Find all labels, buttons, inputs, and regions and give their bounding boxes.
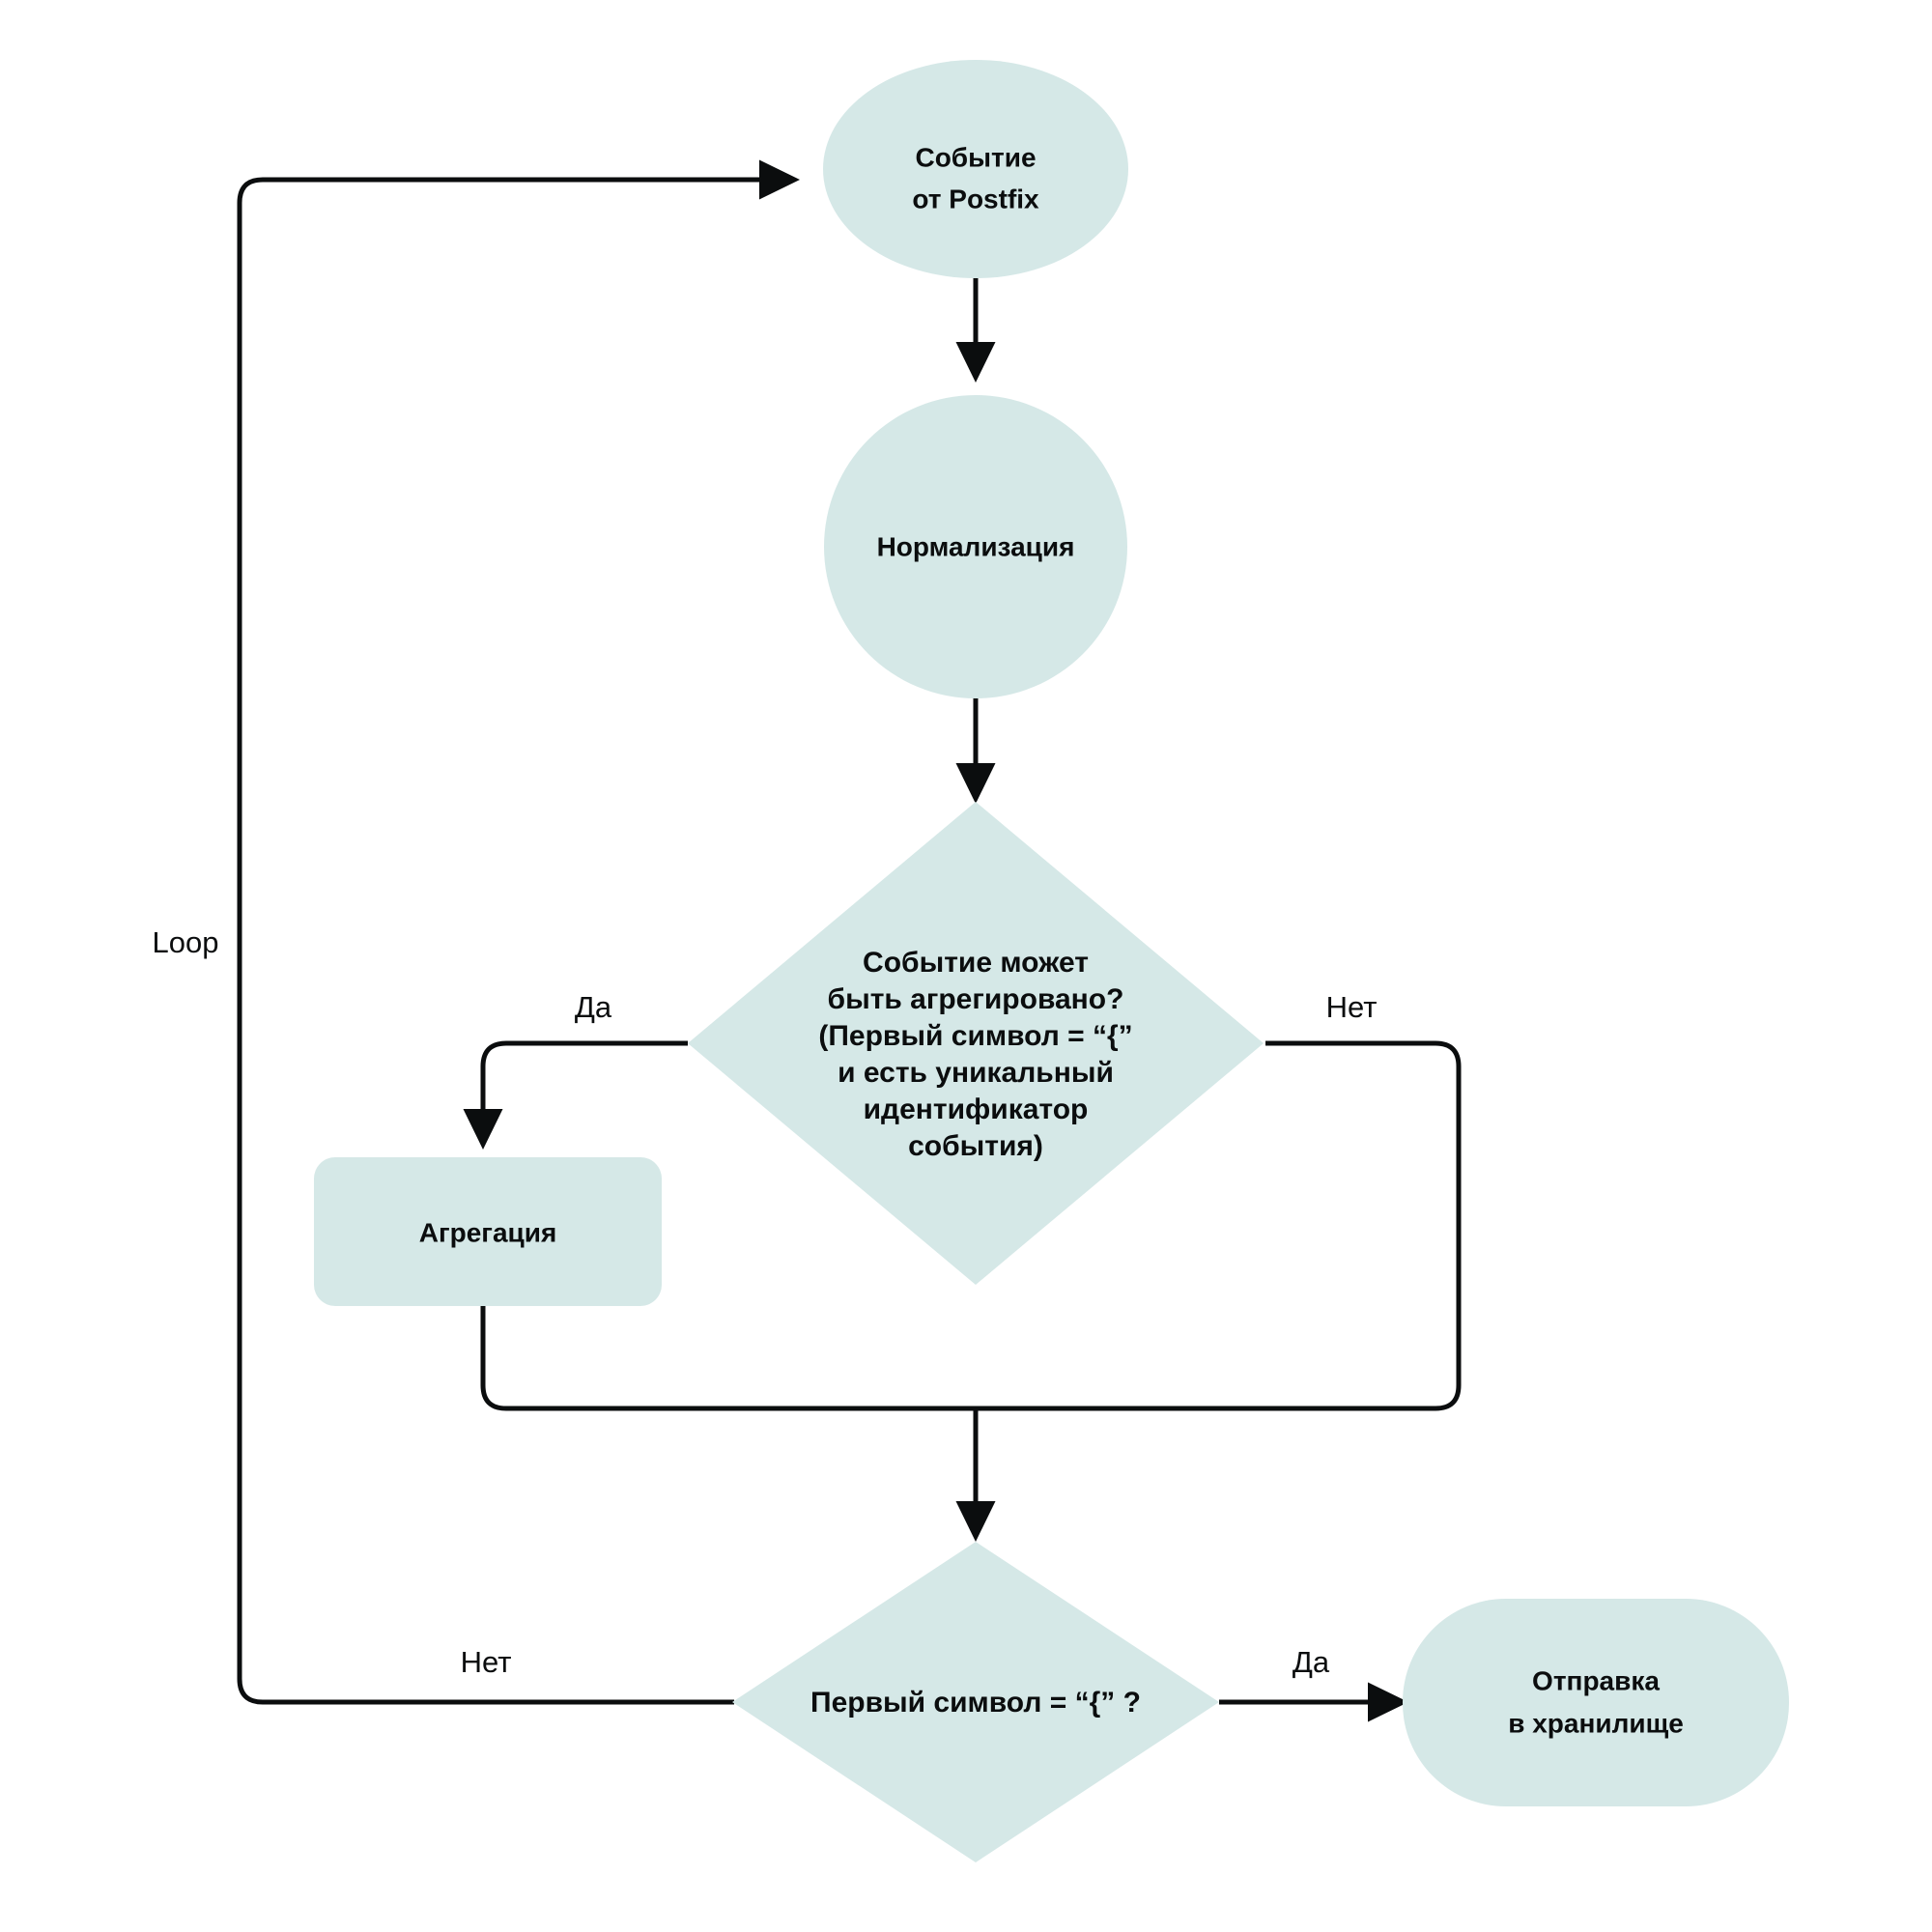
- aggregate-decision-diamond: [688, 802, 1264, 1285]
- node-event-source[interactable]: Событие от Postfix: [823, 60, 1128, 278]
- send-to-storage-rect: [1403, 1599, 1789, 1806]
- aggregate-decision-label-line-3: (Первый символ = “{”: [818, 1020, 1132, 1052]
- normalization-circle: [824, 395, 1127, 698]
- node-send-to-storage[interactable]: Отправка в хранилище: [1403, 1599, 1789, 1806]
- edge-label-aggregate-no: Нет: [1326, 990, 1378, 1024]
- send-to-storage-label-line-2: в хранилище: [1508, 1708, 1684, 1738]
- edge-label-firstchar-no: Нет: [461, 1645, 512, 1679]
- edge-aggregation-to-merge: [480, 1306, 976, 1411]
- edge-label-firstchar-yes: Да: [1293, 1645, 1330, 1679]
- aggregate-decision-label-line-2: быть агрегировано?: [828, 983, 1124, 1015]
- firstchar-decision-diamond: [732, 1542, 1219, 1862]
- aggregation-rect: [314, 1157, 662, 1306]
- send-to-storage-label-line-1: Отправка: [1532, 1665, 1660, 1695]
- aggregate-decision-label-line-4: и есть уникальный: [838, 1057, 1114, 1089]
- event-source-label-line-1: Событие: [915, 142, 1036, 172]
- edge-aggregate-yes-to-aggregation: [463, 1040, 688, 1151]
- node-normalization[interactable]: Нормализация: [824, 395, 1127, 698]
- aggregate-decision-label-line-6: события): [908, 1130, 1043, 1162]
- event-source-ellipse: [823, 60, 1128, 278]
- firstchar-decision-label: Первый символ = “{” ?: [810, 1687, 1141, 1719]
- aggregate-decision-label-line-1: Событие может: [863, 947, 1089, 979]
- edge-aggregate-no-to-merge: [976, 1040, 1462, 1411]
- edge-label-loop: Loop: [153, 925, 219, 959]
- aggregation-label: Агрегация: [419, 1217, 557, 1247]
- event-source-label-line-2: от Postfix: [912, 184, 1039, 213]
- node-aggregate-decision[interactable]: Событие может быть агрегировано? (Первый…: [688, 802, 1264, 1285]
- node-firstchar-decision[interactable]: Первый символ = “{” ?: [732, 1542, 1219, 1862]
- edge-label-aggregate-yes: Да: [575, 990, 612, 1024]
- node-aggregation[interactable]: Агрегация: [314, 1157, 662, 1306]
- aggregate-decision-label-line-5: идентификатор: [864, 1094, 1089, 1125]
- normalization-label: Нормализация: [877, 531, 1075, 561]
- edge-loop-to-event: [237, 159, 801, 1705]
